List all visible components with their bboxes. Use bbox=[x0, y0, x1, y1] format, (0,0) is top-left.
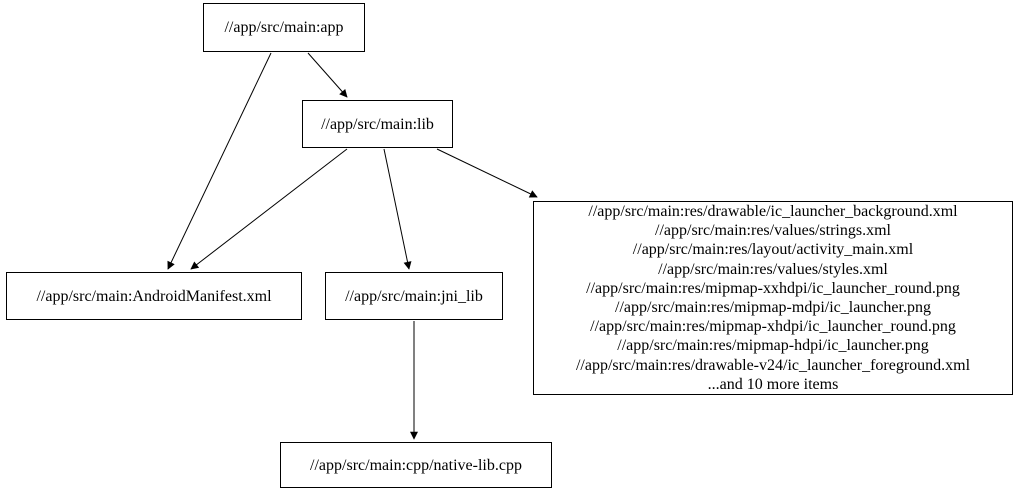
node-lib: //app/src/main:lib bbox=[302, 100, 453, 148]
res-group-line: //app/src/main:res/mipmap-mdpi/ic_launch… bbox=[615, 299, 931, 316]
node-native-lib-cpp-label: //app/src/main:cpp/native-lib.cpp bbox=[310, 456, 522, 474]
edge-lib-to-res-group bbox=[436, 148, 538, 198]
node-android-manifest-label: //app/src/main:AndroidManifest.xml bbox=[36, 287, 272, 305]
node-jni-lib-label: //app/src/main:jni_lib bbox=[345, 287, 483, 305]
res-group-line: //app/src/main:res/values/styles.xml bbox=[658, 260, 888, 278]
edge-lib-to-jni-lib bbox=[383, 148, 412, 270]
edge-lib-to-android-manifest bbox=[190, 148, 348, 270]
res-group-line: //app/src/main:res/values/strings.xml bbox=[655, 222, 891, 240]
edge-app-to-lib bbox=[307, 52, 348, 98]
res-group-line: //app/src/main:res/layout/activity_main.… bbox=[632, 241, 914, 259]
node-app-label: //app/src/main:app bbox=[224, 19, 344, 36]
res-group-line: //app/src/main:res/drawable-v24/ic_launc… bbox=[575, 356, 971, 374]
node-jni-lib: //app/src/main:jni_lib bbox=[325, 272, 503, 320]
node-android-manifest: //app/src/main:AndroidManifest.xml bbox=[6, 272, 302, 320]
res-group-line: //app/src/main:res/mipmap-xhdpi/ic_launc… bbox=[590, 318, 956, 336]
node-app: //app/src/main:app bbox=[203, 3, 365, 52]
res-group-line: //app/src/main:res/mipmap-hdpi/ic_launch… bbox=[617, 337, 929, 355]
res-group-more-items: ...and 10 more items bbox=[707, 375, 839, 393]
node-lib-label: //app/src/main:lib bbox=[321, 115, 434, 133]
res-group-line: //app/src/main:res/mipmap-xxhdpi/ic_laun… bbox=[586, 279, 960, 297]
node-native-lib-cpp: //app/src/main:cpp/native-lib.cpp bbox=[280, 442, 552, 488]
node-res-group: //app/src/main:res/drawable/ic_launcher_… bbox=[533, 201, 1013, 395]
edge-app-to-android-manifest bbox=[167, 52, 272, 270]
res-group-line: //app/src/main:res/drawable/ic_launcher_… bbox=[588, 202, 958, 220]
